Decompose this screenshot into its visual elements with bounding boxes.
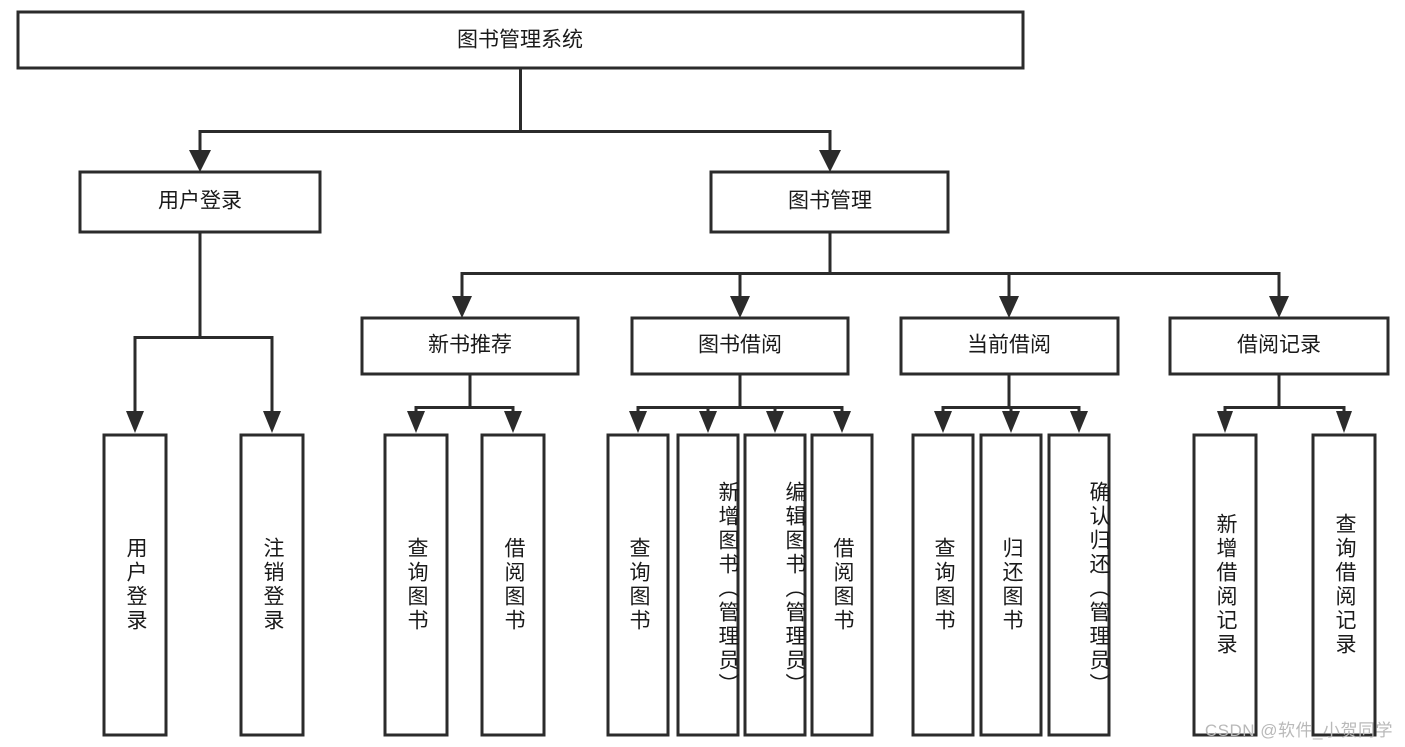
node-new-book-rec[interactable]: 新书推荐 bbox=[360, 316, 580, 376]
node-book-borrow[interactable]: 图书借阅 bbox=[630, 316, 850, 376]
arrow-to-book-borrow bbox=[730, 296, 750, 318]
node-current-borrow-label: 当前借阅 bbox=[967, 334, 1051, 357]
node-current-borrow[interactable]: 当前借阅 bbox=[899, 316, 1120, 376]
arrow-leaf-borrow-edit-book bbox=[766, 411, 784, 433]
node-book-manage-box[interactable] bbox=[709, 170, 950, 234]
leaf-box-rec-query-record[interactable] bbox=[1311, 433, 1377, 737]
leaf-box-cur-confirm-return[interactable] bbox=[1047, 433, 1111, 737]
node-new-book-rec-label: 新书推荐 bbox=[428, 334, 512, 357]
leaf-box-cur-return-book[interactable] bbox=[979, 433, 1043, 737]
connector-group-current-borrow-leaves bbox=[934, 374, 1088, 433]
arrow-leaf-rec-query-record bbox=[1336, 411, 1352, 433]
arrow-leaf-borrow-borrow-book bbox=[833, 411, 851, 433]
arrow-leaf-rec-borrow-book bbox=[504, 411, 522, 433]
connector-group-root bbox=[189, 68, 841, 172]
leaf-box-user-logout[interactable] bbox=[239, 433, 305, 737]
node-user-login[interactable]: 用户登录 bbox=[78, 170, 322, 234]
node-root[interactable]: 图书管理系统 bbox=[16, 10, 1025, 70]
node-user-login-box[interactable] bbox=[78, 170, 322, 234]
node-root-label: 图书管理系统 bbox=[457, 29, 583, 52]
connector-group-user-login-leaves bbox=[126, 232, 281, 433]
connector-group-book-borrow-leaves bbox=[629, 374, 851, 433]
arrow-to-book-manage bbox=[819, 150, 841, 172]
arrow-leaf-user-login bbox=[126, 411, 144, 433]
connector-group-new-book-rec-leaves bbox=[407, 374, 522, 433]
leaf-box-borrow-edit-book[interactable] bbox=[743, 433, 807, 737]
arrow-leaf-cur-query-book bbox=[934, 411, 952, 433]
arrow-leaf-borrow-add-book bbox=[699, 411, 717, 433]
arrow-leaf-user-logout bbox=[263, 411, 281, 433]
leaf-box-borrow-borrow-book[interactable] bbox=[810, 433, 874, 737]
node-new-book-rec-box[interactable] bbox=[360, 316, 580, 376]
leaf-box-cur-query-book[interactable] bbox=[911, 433, 975, 737]
arrow-to-borrow-record bbox=[1269, 296, 1289, 318]
leaf-box-rec-borrow-book[interactable] bbox=[480, 433, 546, 737]
node-borrow-record[interactable]: 借阅记录 bbox=[1168, 316, 1390, 376]
node-book-manage[interactable]: 图书管理 bbox=[709, 170, 950, 234]
node-book-borrow-label: 图书借阅 bbox=[698, 334, 782, 357]
node-user-login-label: 用户登录 bbox=[158, 190, 242, 213]
node-current-borrow-box[interactable] bbox=[899, 316, 1120, 376]
arrow-leaf-rec-query-book bbox=[407, 411, 425, 433]
node-book-manage-label: 图书管理 bbox=[788, 190, 872, 213]
node-borrow-record-label: 借阅记录 bbox=[1237, 334, 1321, 357]
connector-group-borrow-record-leaves bbox=[1217, 374, 1352, 433]
node-borrow-record-box[interactable] bbox=[1168, 316, 1390, 376]
leaf-box-rec-add-record[interactable] bbox=[1192, 433, 1258, 737]
arrow-to-new-book-rec bbox=[452, 296, 472, 318]
leaf-boxes bbox=[102, 433, 1377, 737]
leaf-box-rec-query-book[interactable] bbox=[383, 433, 449, 737]
leaf-box-borrow-add-book[interactable] bbox=[676, 433, 740, 737]
arrow-leaf-borrow-query-book bbox=[629, 411, 647, 433]
arrow-leaf-cur-confirm-return bbox=[1070, 411, 1088, 433]
arrow-to-current-borrow bbox=[999, 296, 1019, 318]
connector-group-book-manage bbox=[452, 232, 1289, 318]
node-book-borrow-box[interactable] bbox=[630, 316, 850, 376]
csdn-watermark: CSDN @软件_小贺同学 bbox=[1204, 721, 1393, 740]
arrow-leaf-rec-add-record bbox=[1217, 411, 1233, 433]
arrow-to-user-login bbox=[189, 150, 211, 172]
leaf-box-borrow-query-book[interactable] bbox=[606, 433, 670, 737]
arrow-leaf-cur-return-book bbox=[1002, 411, 1020, 433]
node-root-box[interactable] bbox=[16, 10, 1025, 70]
leaf-box-user-login[interactable] bbox=[102, 433, 168, 737]
